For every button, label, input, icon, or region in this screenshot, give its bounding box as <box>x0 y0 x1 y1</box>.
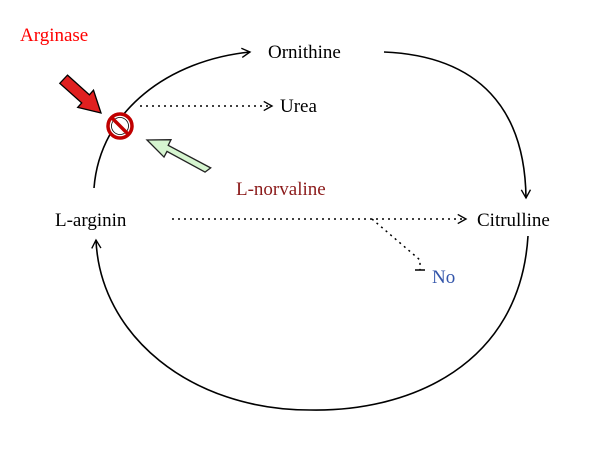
arc-arginin-to-ornithine <box>93 47 252 189</box>
urea-label: Urea <box>280 96 317 117</box>
citrulline-label: Citrulline <box>477 210 550 231</box>
arc-citrulline-to-arginin <box>91 235 529 411</box>
no-label: No <box>432 267 455 288</box>
ornithine-label: Ornithine <box>268 42 341 63</box>
l-norvaline-label: L-norvaline <box>236 179 326 200</box>
l-arginin-label: L-arginin <box>55 210 127 231</box>
arginase-arrow <box>58 74 102 114</box>
dotted-branch-to-no <box>371 218 425 271</box>
l-norvaline-arrow <box>145 139 212 173</box>
prohibition-icon <box>106 112 134 140</box>
arginase-label: Arginase <box>20 25 88 46</box>
arc-ornithine-to-citrulline <box>383 51 532 200</box>
